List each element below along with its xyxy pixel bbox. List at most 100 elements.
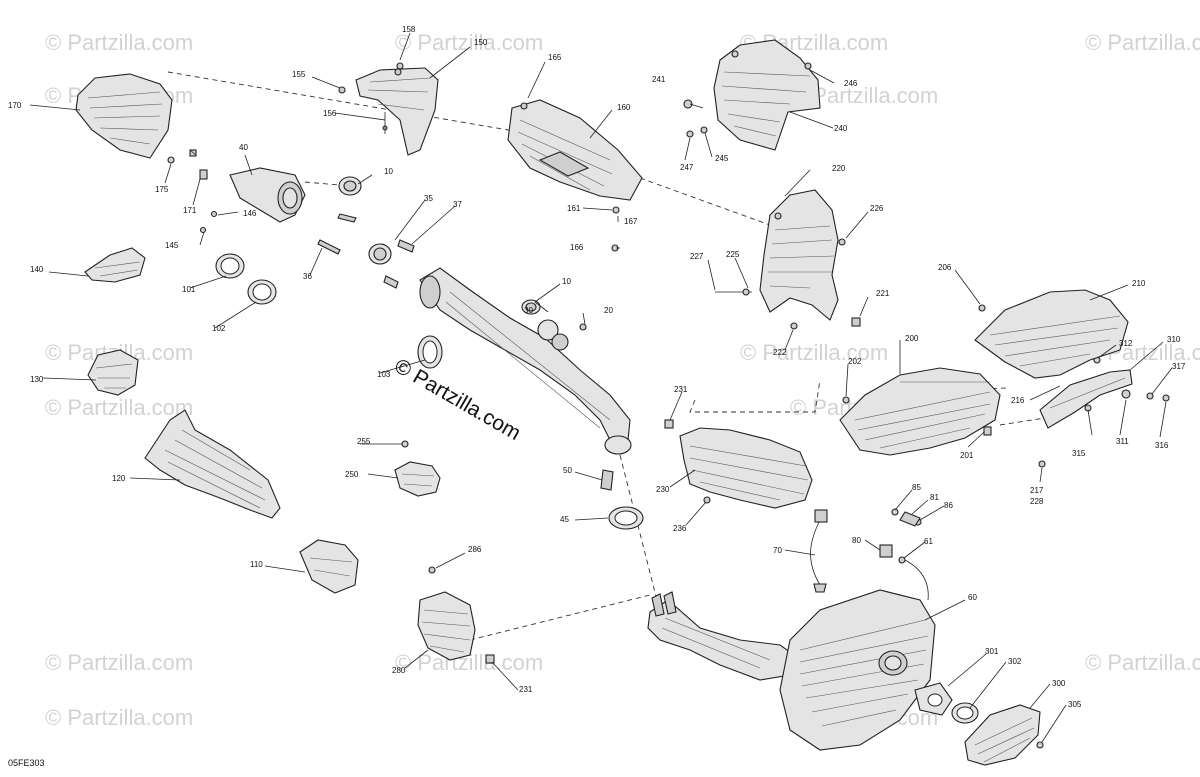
callout-206: 206 xyxy=(938,263,952,272)
watermark: © Partzilla.com xyxy=(45,705,193,730)
watermark: © Partzilla.com xyxy=(1085,650,1200,675)
callout-165: 165 xyxy=(548,53,562,62)
callout-101: 101 xyxy=(182,285,196,294)
callout-166: 166 xyxy=(570,243,584,252)
callout-70: 70 xyxy=(773,546,782,555)
callout-315: 315 xyxy=(1072,449,1086,458)
watermark: © Partzilla.com xyxy=(45,30,193,55)
callout-222: 222 xyxy=(773,348,787,357)
callout-50: 50 xyxy=(563,466,572,475)
callout-60: 60 xyxy=(968,593,977,602)
callout-145: 145 xyxy=(165,241,179,250)
assembly-line xyxy=(689,379,821,413)
callout-280: 280 xyxy=(392,666,406,675)
callout-301: 301 xyxy=(985,647,999,656)
fasteners xyxy=(167,62,1170,749)
callout-245: 245 xyxy=(715,154,729,163)
watermarks: © Partzilla.com © Partzilla.com © Partzi… xyxy=(45,30,1200,730)
callout-236: 236 xyxy=(673,524,687,533)
callout-37: 37 xyxy=(453,200,462,209)
callout-255: 255 xyxy=(357,437,371,446)
callout-150: 150 xyxy=(474,38,488,47)
callout-81: 81 xyxy=(930,493,939,502)
gasket-10 xyxy=(338,176,362,196)
callout-302: 302 xyxy=(1008,657,1022,666)
callout-167: 167 xyxy=(624,217,638,226)
oxygen-sensor-70 xyxy=(810,509,828,593)
callout-311: 311 xyxy=(1116,437,1129,446)
callout-161: 161 xyxy=(567,204,581,213)
bracket-280 xyxy=(417,591,476,661)
callout-230: 230 xyxy=(656,485,670,494)
callout-40: 40 xyxy=(239,143,248,152)
callout-216: 216 xyxy=(1011,396,1025,405)
callout-228: 228 xyxy=(1030,497,1044,506)
callout-221: 221 xyxy=(876,289,890,298)
callout-286: 286 xyxy=(468,545,482,554)
callout-140: 140 xyxy=(30,265,44,274)
callout-160: 160 xyxy=(617,103,631,112)
callout-247: 247 xyxy=(680,163,694,172)
callout-316: 316 xyxy=(1155,441,1169,450)
tailpipe-gaskets xyxy=(914,682,979,724)
callout-317: 317 xyxy=(1172,362,1186,371)
heat-shield-110 xyxy=(299,539,359,594)
assembly-line xyxy=(469,594,651,641)
callout-35: 35 xyxy=(424,194,433,203)
callout-30: 30 xyxy=(524,306,533,315)
heat-shield-140 xyxy=(84,247,146,283)
callout-200: 200 xyxy=(905,334,919,343)
watermark: © Partzilla.com xyxy=(740,340,888,365)
callout-102: 102 xyxy=(212,324,226,333)
callout-226: 226 xyxy=(870,204,884,213)
tailpipe-cover-300 xyxy=(964,704,1041,766)
cable-61 xyxy=(904,559,929,601)
callout-45: 45 xyxy=(560,515,569,524)
callout-130: 130 xyxy=(30,375,44,384)
callout-231-lower: 231 xyxy=(519,685,533,694)
assembly-line xyxy=(999,417,1046,426)
callout-158: 158 xyxy=(402,25,416,34)
callout-246: 246 xyxy=(844,79,858,88)
callout-202: 202 xyxy=(848,357,862,366)
callout-146: 146 xyxy=(243,209,257,218)
callout-171: 171 xyxy=(183,206,197,215)
callout-217: 217 xyxy=(1030,486,1044,495)
callout-110: 110 xyxy=(250,560,263,569)
callout-10-lower: 10 xyxy=(562,277,571,286)
center-watermark: © Partzilla.com xyxy=(391,354,525,445)
heat-shield-220 xyxy=(759,189,839,321)
heat-shield-200 xyxy=(839,367,1001,456)
watermark: © Partzilla.com xyxy=(45,395,193,420)
heat-shield-160 xyxy=(507,99,643,201)
callout-220: 220 xyxy=(832,164,846,173)
callout-20: 20 xyxy=(604,306,613,315)
watermark: © Partzilla.com xyxy=(45,650,193,675)
callout-250: 250 xyxy=(345,470,359,479)
callout-10-upper: 10 xyxy=(384,167,393,176)
callout-310: 310 xyxy=(1167,335,1181,344)
heat-shield-120 xyxy=(144,409,281,519)
callout-201: 201 xyxy=(960,451,974,460)
assembly-line xyxy=(619,454,661,613)
heat-shield-210 xyxy=(974,289,1129,379)
callout-300: 300 xyxy=(1052,679,1066,688)
callout-312: 312 xyxy=(1119,339,1133,348)
exhaust-pipe-30 xyxy=(419,267,632,455)
exhaust-flange-40 xyxy=(229,167,306,223)
callouts: 170 175 171 40 146 145 155 156 158 150 1… xyxy=(8,25,1186,709)
callout-231-upper: 231 xyxy=(674,385,688,394)
callout-210: 210 xyxy=(1132,279,1146,288)
callout-61: 61 xyxy=(924,537,933,546)
callout-103: 103 xyxy=(377,370,391,379)
assembly-line xyxy=(639,177,771,226)
heat-shield-230 xyxy=(679,427,813,509)
callout-36: 36 xyxy=(303,272,312,281)
callout-175: 175 xyxy=(155,185,169,194)
callout-86: 86 xyxy=(944,501,953,510)
assembly-lines xyxy=(167,71,1046,641)
clamps xyxy=(215,253,443,369)
bracket-150 xyxy=(355,67,439,156)
assembly-line xyxy=(167,71,521,133)
